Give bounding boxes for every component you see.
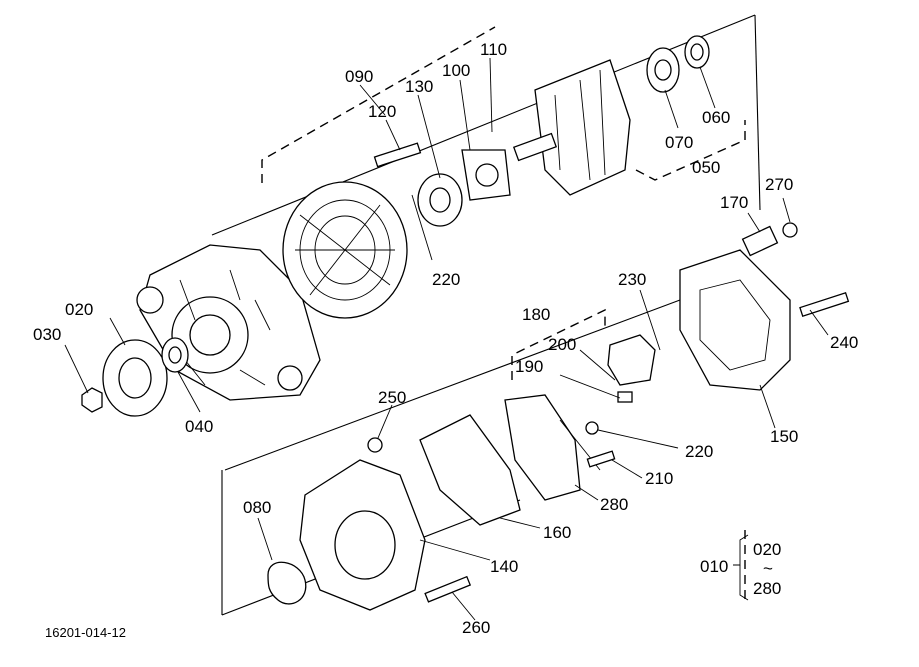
rear-cover-150 [679,249,791,391]
assembly-main-number: 010 [700,557,728,576]
screw-220 [585,421,599,435]
nut-270 [782,222,798,238]
callout-270: 270 [765,175,793,194]
callout-210: 210 [645,469,673,488]
bearing-070 [646,47,680,93]
callout-labels: 090 110 100 120 130 070 060 050 170 270 … [33,40,858,637]
callout-220-lower: 220 [685,442,713,461]
bolt-120 [373,142,422,168]
callout-150: 150 [770,427,798,446]
callout-160: 160 [543,523,571,542]
spacer-040 [161,337,189,373]
callout-200: 200 [548,335,576,354]
callout-220-upper: 220 [432,270,460,289]
assembly-range-end: 280 [753,579,781,598]
plate-100 [461,149,511,201]
callout-110: 110 [480,40,507,59]
callout-070: 070 [665,133,693,152]
callout-100: 100 [442,61,470,80]
brush-holder [607,334,656,403]
regulator-280 [504,394,601,501]
callout-280: 280 [600,495,628,514]
pulley-020 [102,339,168,417]
callout-250: 250 [378,388,406,407]
callout-140: 140 [490,557,518,576]
ring-060 [684,35,710,69]
assembly-range-tilde: ~ [763,559,773,578]
callout-180: 180 [522,305,550,324]
seal-080 [267,561,307,605]
group-brackets [261,26,746,605]
assembly-bracket: 010 020 ~ 280 [700,540,781,598]
nut-030 [81,387,103,413]
callout-120: 120 [368,102,396,121]
screw-210 [586,450,616,468]
figure-reference-code: 16201-014-12 [45,625,126,640]
bolt-260 [424,575,472,603]
grommet-250 [367,437,383,453]
bolt-240 [799,291,850,317]
callout-190: 190 [515,357,543,376]
stator [282,181,408,319]
callout-230: 230 [618,270,646,289]
callout-040: 040 [185,417,213,436]
callout-020: 020 [65,300,93,319]
callout-060: 060 [702,108,730,127]
leader-lines [64,57,829,621]
callout-240: 240 [830,333,858,352]
callout-050: 050 [692,158,720,177]
callout-090: 090 [345,67,373,86]
callout-260: 260 [462,618,490,637]
spacer-170 [741,225,779,257]
callout-030: 030 [33,325,61,344]
rear-housing-140 [299,459,426,611]
rectifier-160 [419,414,521,526]
bearing-130 [417,173,463,227]
callout-080: 080 [243,498,271,517]
callout-170: 170 [720,193,748,212]
callout-130: 130 [405,77,433,96]
assembly-range-start: 020 [753,540,781,559]
rotor [512,59,631,196]
